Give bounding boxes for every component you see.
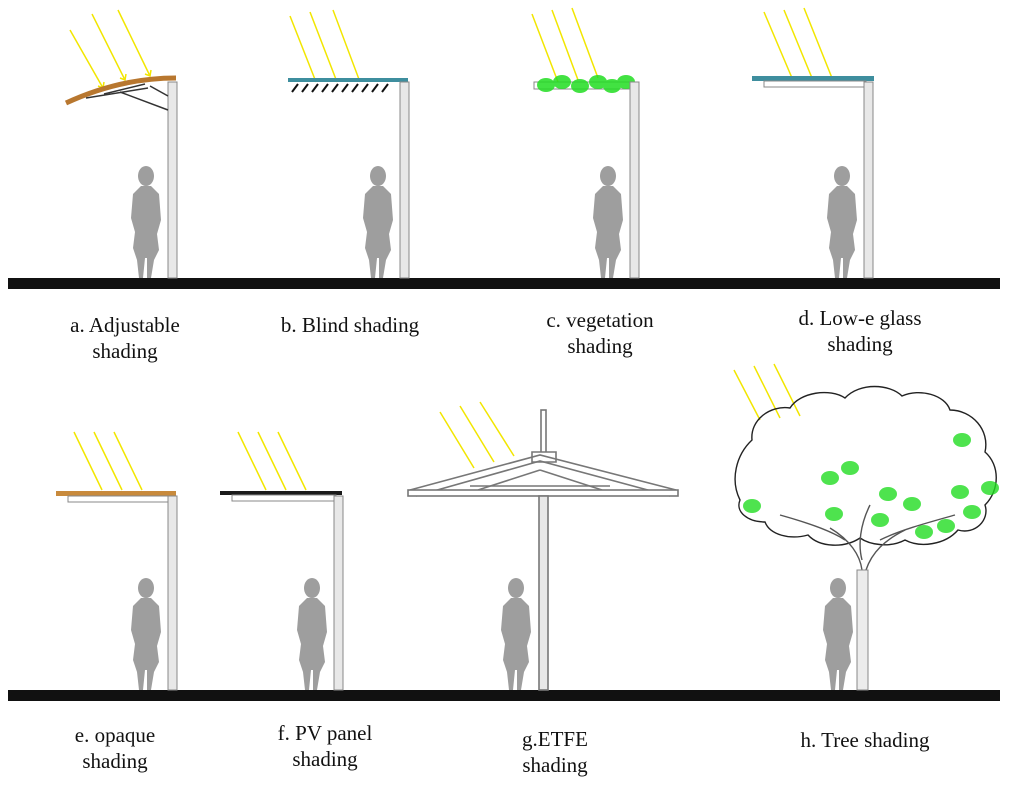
- glass-top: [288, 78, 408, 82]
- panel-f-pv: [220, 431, 344, 691]
- caption-c: c. vegetation shading: [520, 307, 680, 359]
- caption-f-line-2: shading: [292, 747, 358, 771]
- caption-a-line-2: shading: [92, 339, 158, 363]
- caption-b-line-1: b. Blind shading: [280, 313, 420, 337]
- caption-a: a. Adjustable shading: [40, 312, 210, 364]
- caption-e: e. opaque shading: [40, 722, 190, 774]
- pv-panel: [220, 491, 342, 495]
- caption-f-line-1: f. PV panel: [277, 721, 373, 745]
- panel-g-etfe: [407, 401, 679, 691]
- caption-h-line-1: h. Tree shading: [800, 728, 930, 752]
- person-silhouette: [131, 578, 161, 690]
- caption-g-line-2: shading: [522, 753, 588, 777]
- vegetation-leaves: [537, 75, 635, 93]
- panel-a-adjustable: [64, 9, 178, 279]
- person-silhouette: [501, 578, 531, 690]
- panel-b-blind: [288, 9, 410, 279]
- ground-line-bottom: [8, 690, 1000, 701]
- tree-trunk: [856, 569, 869, 691]
- sun-rays-icon: [237, 431, 307, 491]
- blind-slats: [291, 83, 389, 93]
- sun-rays-icon: [289, 9, 361, 83]
- tree-leaves: [743, 433, 999, 539]
- sun-rays-icon: [69, 9, 152, 90]
- caption-g-line-1: g.ETFE: [522, 727, 588, 751]
- panel-d-low-e-glass: [752, 7, 874, 279]
- panel-e-opaque: [56, 431, 178, 691]
- caption-f: f. PV panel shading: [250, 720, 400, 772]
- caption-a-line-1: a. Adjustable: [70, 313, 180, 337]
- panel-c-vegetation: [531, 7, 640, 279]
- adjustable-canopy: [64, 75, 177, 106]
- sun-rays-icon: [73, 431, 143, 491]
- pole: [167, 81, 178, 279]
- pole: [399, 81, 410, 279]
- sun-rays-icon: [763, 7, 833, 79]
- ground-line-top: [8, 278, 1000, 289]
- pole: [629, 81, 640, 279]
- caption-h: h. Tree shading: [760, 727, 970, 753]
- caption-c-line-1: c. vegetation: [546, 308, 654, 332]
- pole: [863, 81, 874, 279]
- caption-d-line-2: shading: [827, 332, 893, 356]
- support-bar: [763, 80, 867, 88]
- person-silhouette: [131, 166, 161, 278]
- caption-e-line-2: shading: [82, 749, 148, 773]
- panel-h-tree: [733, 363, 999, 691]
- opaque-panel: [56, 491, 176, 496]
- pole: [167, 495, 178, 691]
- tree-canopy-outline: [734, 385, 997, 546]
- person-silhouette: [363, 166, 393, 278]
- support-bar: [231, 494, 337, 502]
- pole: [333, 495, 344, 691]
- caption-e-line-1: e. opaque: [74, 723, 156, 747]
- glass-top: [752, 76, 874, 81]
- sun-rays-icon: [439, 401, 515, 469]
- person-silhouette: [297, 578, 327, 690]
- etfe-umbrella-frame: [407, 409, 679, 691]
- caption-c-line-2: shading: [567, 334, 633, 358]
- caption-d-line-1: d. Low-e glass: [798, 306, 922, 330]
- person-silhouette: [823, 578, 853, 690]
- support-bar: [67, 495, 171, 503]
- caption-b: b. Blind shading: [250, 312, 450, 338]
- sun-rays-icon: [531, 7, 599, 83]
- person-silhouette: [593, 166, 623, 278]
- caption-g: g.ETFE shading: [490, 726, 620, 778]
- caption-d: d. Low-e glass shading: [770, 305, 950, 357]
- canopy-bracket: [85, 83, 169, 111]
- person-silhouette: [827, 166, 857, 278]
